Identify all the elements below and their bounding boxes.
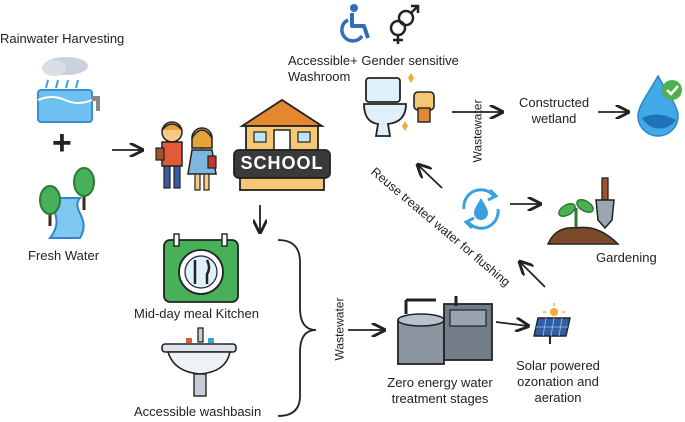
arrow-reuse-to-washroom [418, 165, 443, 189]
clean-water-drop-icon [637, 74, 682, 137]
washroom-label-line1: Accessible+ Gender sensitive [288, 53, 459, 68]
fresh-water-label: Fresh Water [28, 248, 100, 263]
constructed-wetland-label-line1: Constructed [518, 95, 590, 110]
solar-label-line3: aeration [534, 390, 582, 405]
solar-panel-icon [533, 303, 571, 344]
recycle-water-icon [462, 188, 500, 230]
curly-bracket [277, 239, 317, 417]
gender-symbols-icon [389, 4, 420, 44]
wastewater-label-mid: Wastewater [332, 297, 347, 361]
kitchen-label: Mid-day meal Kitchen [134, 306, 259, 321]
solar-label-line2: ozonation and [517, 374, 599, 389]
rain-tank-icon [37, 57, 100, 123]
students-icon [155, 121, 217, 191]
gardening-label: Gardening [596, 250, 657, 265]
treatment-label-line2: treatment stages [391, 391, 489, 406]
washroom-label-line2: Washroom [288, 69, 351, 84]
treatment-tank-icon [397, 296, 493, 365]
plus-sign: + [52, 124, 72, 162]
toilet-icon [363, 73, 435, 137]
constructed-wetland-label-line2: wetland [531, 111, 577, 126]
school-building-icon [233, 98, 331, 191]
kitchen-meal-icon [163, 233, 239, 303]
gardening-plant-icon [546, 177, 620, 245]
arrow-solar-to-recycle [520, 262, 546, 288]
treatment-label-line1: Zero energy water [387, 375, 493, 390]
washbasin-icon [161, 327, 237, 397]
wastewater-label-top: Wastewater [470, 99, 485, 163]
washbasin-label: Accessible washbasin [134, 404, 262, 419]
fresh-water-stream-icon [39, 167, 95, 239]
school-sign-text: SCHOOL [240, 153, 324, 173]
arrow-treatment-to-solar [495, 322, 528, 326]
wheelchair-icon [340, 4, 370, 43]
rainwater-harvesting-label: Rainwater Harvesting [0, 31, 125, 46]
solar-label-line1: Solar powered [516, 358, 600, 373]
